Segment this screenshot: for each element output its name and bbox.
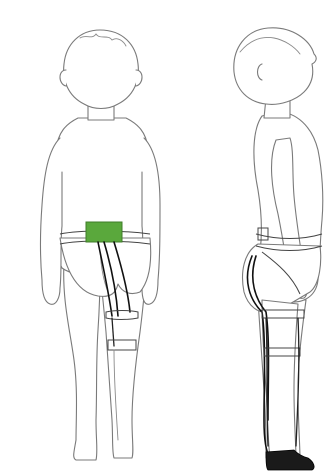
back-head <box>64 30 139 109</box>
device-module <box>86 222 122 242</box>
side-head <box>234 28 316 105</box>
